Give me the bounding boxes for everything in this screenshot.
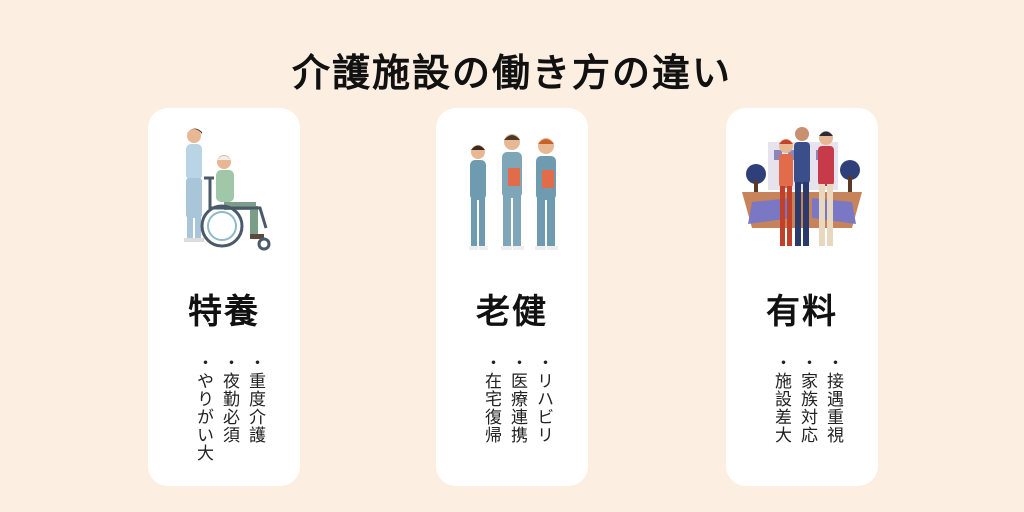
bullet-item: ・在宅復帰 — [481, 354, 501, 444]
bullet-list: ・重度介護 ・夜勤必須 ・やりがい大 — [192, 354, 266, 462]
card-tokuyou: 特養 ・重度介護 ・夜勤必須 ・やりがい大 — [148, 108, 300, 486]
page-title: 介護施設の働き方の違い — [291, 51, 732, 95]
card-yuryo: 有料 ・接遇重視 ・家族対応 ・施設差大 — [726, 108, 878, 486]
card-title: 老健 — [476, 292, 548, 332]
bullet-item: ・接遇重視 — [823, 354, 843, 444]
bullet-list: ・リハビリ ・医療連携 ・在宅復帰 — [480, 354, 554, 444]
caregiver-wheelchair-illustration — [184, 128, 271, 251]
bullet-item: ・施設差大 — [771, 354, 791, 444]
card-title: 有料 — [766, 292, 838, 332]
medical-staff-illustration — [469, 134, 558, 250]
bullet-list: ・接遇重視 ・家族対応 ・施設差大 — [770, 354, 844, 444]
bullet-item: ・夜勤必須 — [219, 354, 239, 444]
bullet-item: ・重度介護 — [245, 354, 265, 444]
card-title: 特養 — [188, 292, 260, 332]
bullet-item: ・リハビリ — [533, 354, 553, 444]
bullet-item: ・医療連携 — [507, 354, 527, 444]
family-greeting-illustration — [742, 127, 862, 246]
bullet-item: ・家族対応 — [797, 354, 817, 444]
card-rouken: 老健 ・リハビリ ・医療連携 ・在宅復帰 — [436, 108, 588, 486]
bullet-item: ・やりがい大 — [193, 354, 213, 462]
